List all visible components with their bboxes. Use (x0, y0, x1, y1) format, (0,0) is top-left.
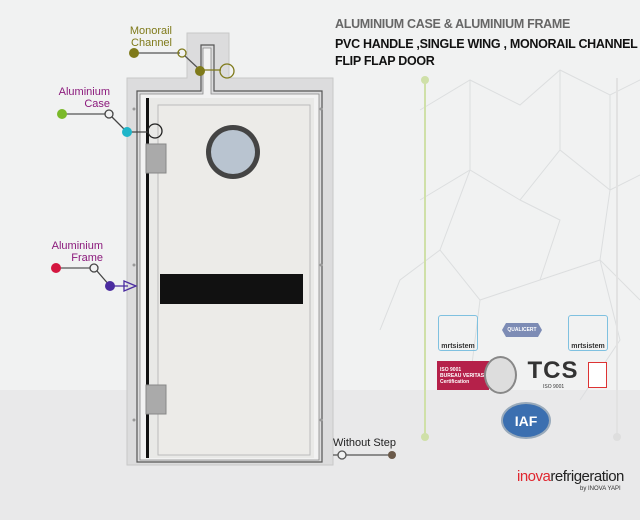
label-line: Monorail (129, 25, 172, 37)
bv-text: BUREAU VERITAS (440, 372, 485, 379)
mrtsistem-logo-2: mrtsistem (568, 315, 608, 351)
without-step-label: Without Step (333, 437, 396, 449)
iaf-logo: IAF (501, 402, 551, 439)
hinge-bottom (145, 384, 167, 415)
qualicert-logo: QUALICERT (502, 323, 542, 337)
label-line: Aluminium (58, 86, 110, 98)
hinge-top (145, 143, 167, 174)
title-line-2: PVC HANDLE ,SINGLE WING , MONORAIL CHANN… (335, 37, 638, 51)
brand-subtitle: by INOVA YAPI (580, 486, 621, 492)
label-line: Case (84, 98, 110, 110)
inova-brand-logo: inovarefrigeration (517, 468, 624, 485)
label-line: Frame (71, 252, 103, 264)
label-line: Aluminium (51, 240, 103, 252)
tcs-subtitle: ISO 9001 (543, 384, 565, 390)
bv-seal-icon (484, 356, 517, 394)
title-line-3: FLIP FLAP DOOR (335, 54, 435, 68)
bv-text: Certification (440, 378, 470, 385)
label-line: Channel (131, 37, 172, 49)
brand-name-b: refrigeration (550, 468, 624, 485)
brand-name-a: inova (517, 468, 551, 485)
mrtsistem-logo-1: mrtsistem (438, 315, 478, 351)
bv-text: ISO 9001 (440, 366, 462, 373)
title-line-1: ALUMINIUM CASE & ALUMINIUM FRAME (335, 17, 571, 31)
small-cert-logo (588, 362, 607, 388)
pvc-handle (160, 274, 303, 304)
tcs-logo: TCS (527, 357, 579, 384)
